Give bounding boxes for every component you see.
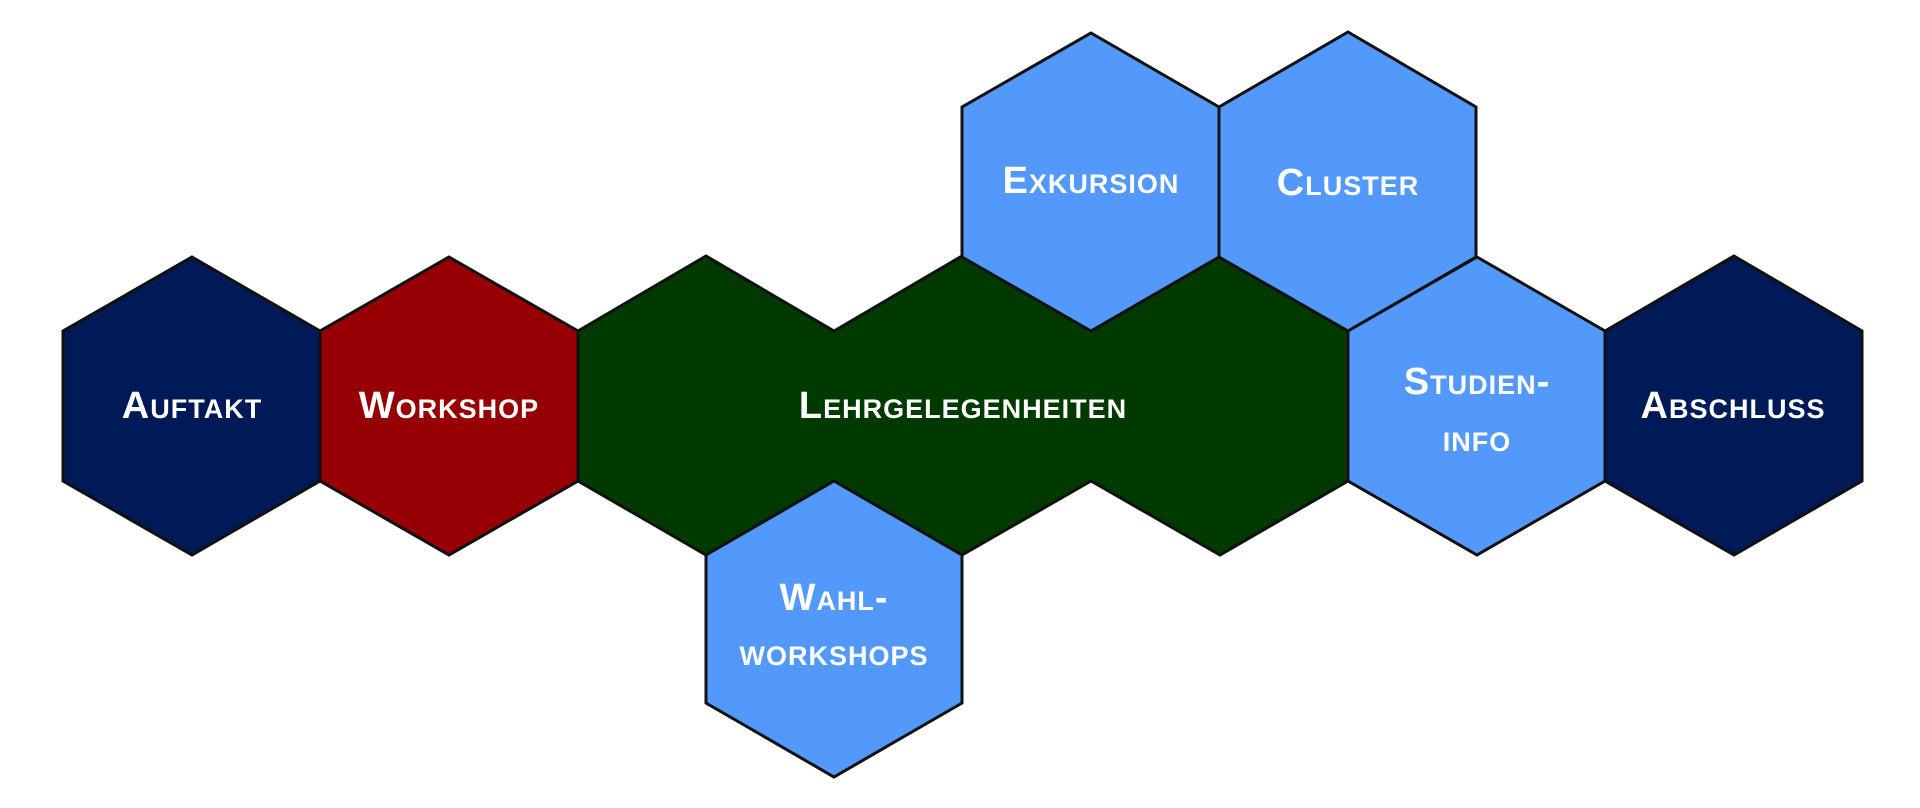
- hex-node-abschluss: Abschluss: [1603, 254, 1864, 557]
- hex-label-workshop: Workshop: [359, 385, 539, 427]
- hex-node-exkursion: Exkursion: [960, 31, 1221, 333]
- hex-label-lehrgelegenheiten: Lehrgelegenheiten: [799, 385, 1127, 427]
- hex-shape-abschluss: [1603, 254, 1864, 557]
- hex-node-cluster: Cluster: [1217, 30, 1478, 333]
- hex-label-studieninfo-line2: info: [1443, 418, 1512, 460]
- hex-node-wahlworkshops: Wahl- workshops: [704, 479, 964, 779]
- hex-node-studieninfo: Studien- info: [1346, 255, 1607, 557]
- hex-node-auftakt: Auftakt: [61, 255, 322, 557]
- hex-label-wahlworkshops-line1: Wahl-: [779, 577, 888, 619]
- hex-label-exkursion: Exkursion: [1003, 160, 1180, 202]
- hex-label-wahlworkshops-line2: workshops: [739, 632, 928, 674]
- hex-node-lehrgelegenheiten: Lehrgelegenheiten: [576, 254, 1350, 557]
- hex-label-auftakt: Auftakt: [122, 385, 262, 427]
- hex-label-cluster: Cluster: [1277, 162, 1419, 204]
- hex-label-abschluss: Abschluss: [1641, 385, 1826, 427]
- hex-shape-wahlworkshops: [704, 479, 964, 779]
- hex-node-workshop: Workshop: [318, 255, 580, 557]
- hex-label-studieninfo-line1: Studien-: [1404, 361, 1551, 403]
